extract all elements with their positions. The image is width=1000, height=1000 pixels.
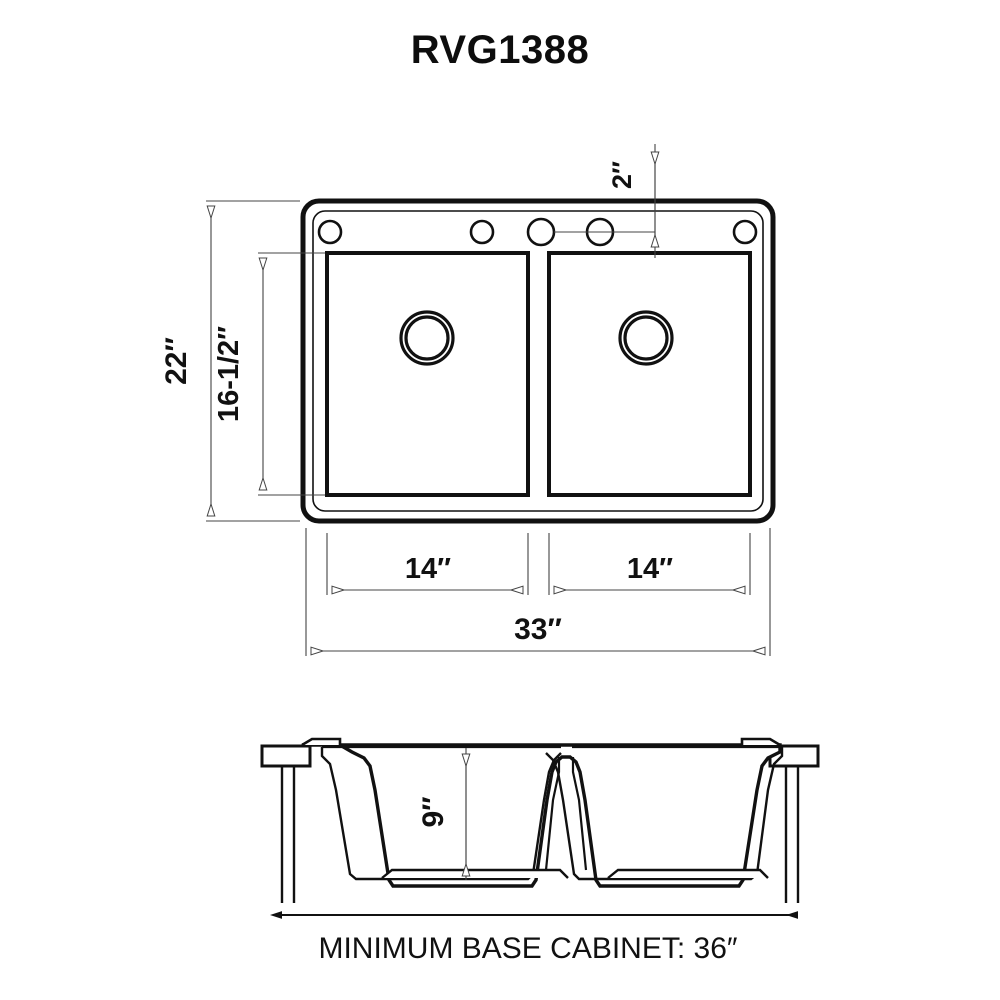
dimension-right-bowl-width: 14″ (548, 533, 751, 595)
dimension-overall-width: 33″ (305, 528, 771, 656)
sink-inner-rim-line (312, 210, 764, 512)
faucet-hole-3 (526, 217, 556, 247)
left-bowl-inner-wall (320, 747, 562, 881)
dimension-overall-height: 22″ (160, 200, 300, 522)
sink-cross-section-view (260, 737, 820, 903)
dimension-label-left-bowl-width: 14″ (405, 553, 451, 585)
dimension-label-overall-width: 33″ (514, 613, 562, 646)
dimension-minimum-base-cabinet: MINIMUM BASE CABINET: 36″ (270, 911, 798, 965)
faucet-hole-2 (469, 219, 495, 245)
right-flange-lip (740, 737, 781, 747)
dimension-label-overall-height: 22″ (160, 337, 193, 385)
dimension-bowl-depth: 9″ (417, 748, 466, 880)
right-bowl (547, 251, 752, 497)
faucet-hole-1 (317, 219, 343, 245)
right-bowl-inner-wall (545, 747, 784, 881)
left-drain (399, 310, 455, 366)
right-drain (618, 310, 674, 366)
dimension-label-hole-offset: 2″ (607, 161, 637, 189)
dimension-bowl-height: 16-1/2″ (213, 252, 325, 496)
dimension-left-bowl-width: 14″ (326, 533, 529, 595)
left-bowl-bottom-boss (381, 868, 569, 879)
page-title: RVG1388 (410, 28, 590, 72)
right-bowl-bottom-boss (607, 868, 769, 879)
right-countertop (768, 744, 820, 903)
left-countertop (260, 744, 312, 903)
faucet-hole-5 (732, 219, 758, 245)
caption-minimum-base-cabinet: MINIMUM BASE CABINET: 36″ (318, 932, 737, 965)
dimension-hole-offset: 2″ (607, 144, 655, 258)
left-flange-lip (301, 737, 342, 747)
dimension-label-bowl-depth: 9″ (417, 796, 450, 827)
dimension-label-bowl-height: 16-1/2″ (213, 326, 245, 422)
sink-top-view (300, 198, 776, 524)
faucet-deck-holes (317, 217, 758, 247)
dimension-label-right-bowl-width: 14″ (627, 553, 673, 585)
left-bowl (325, 251, 530, 497)
